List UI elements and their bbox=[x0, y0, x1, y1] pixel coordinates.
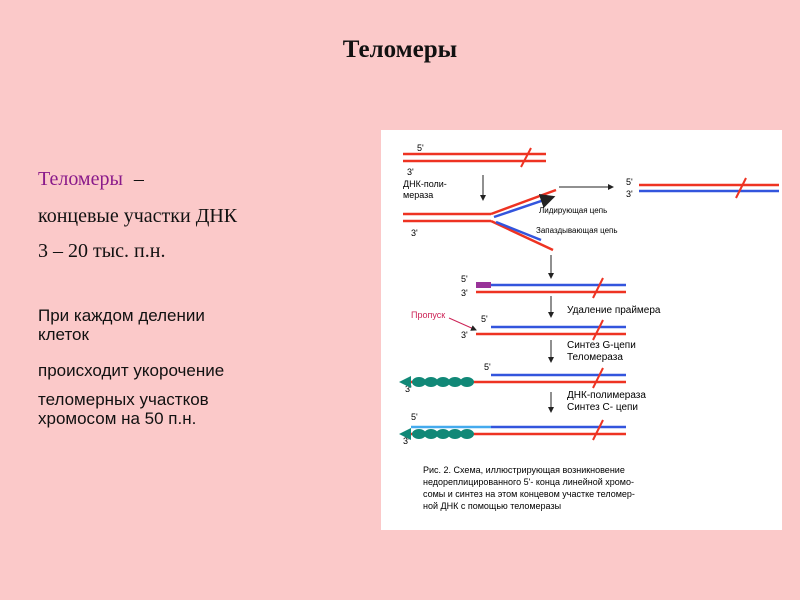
fork-lower-red bbox=[490, 219, 554, 252]
label-3prime-row6: 3' bbox=[403, 436, 410, 446]
definition-line-3: 3 – 20 тыс. п.н. bbox=[38, 240, 166, 262]
label-3prime-row1: 3' bbox=[407, 167, 414, 177]
label-leading-strand: Лидирующая цепь bbox=[539, 206, 607, 215]
label-dna-polymerase-1: ДНК-поли- bbox=[403, 179, 447, 189]
fact-line-4: теломерных участков bbox=[38, 390, 209, 409]
definition-line-2: концевые участки ДНК bbox=[38, 205, 238, 227]
label-5prime-row3: 5' bbox=[461, 274, 468, 284]
label-dna-polymerase-2: мераза bbox=[403, 190, 433, 200]
break-mark-row5 bbox=[592, 367, 604, 389]
telomere-repeats-row5 bbox=[412, 377, 474, 387]
label-3prime-right: 3' bbox=[626, 189, 633, 199]
label-5prime-row4: 5' bbox=[481, 314, 488, 324]
label-3prime-row4: 3' bbox=[461, 330, 468, 340]
label-5prime-row5: 5' bbox=[484, 362, 491, 372]
figure-diagram: 5' 3' ДНК-поли- мераза Лидирующая цепь З… bbox=[399, 143, 779, 511]
label-5prime-row1: 5' bbox=[417, 143, 424, 153]
fact-line-3: происходит укорочение bbox=[38, 361, 225, 380]
label-dna-polymerase-full: ДНК-полимераза bbox=[567, 390, 646, 401]
label-gap: Пропуск bbox=[411, 310, 445, 320]
label-5prime-row6: 5' bbox=[411, 412, 418, 422]
label-g-chain-synthesis: Синтез G-цепи bbox=[567, 340, 636, 351]
label-telomerase: Теломераза bbox=[567, 352, 623, 363]
break-mark-right bbox=[735, 177, 747, 199]
page-title: Теломеры bbox=[342, 36, 458, 63]
break-mark-row3 bbox=[592, 277, 604, 299]
fork-lower-blue bbox=[495, 220, 542, 242]
label-5prime-right: 5' bbox=[626, 177, 633, 187]
break-mark-row6 bbox=[592, 419, 604, 441]
telomere-repeats-row6 bbox=[412, 429, 474, 439]
break-mark-row4 bbox=[592, 319, 604, 341]
term-telomeres: Теломеры bbox=[38, 168, 123, 190]
figure-caption-line-1: Рис. 2. Схема, иллюстрирующая возникнове… bbox=[423, 465, 625, 475]
fork-upper-blue bbox=[493, 193, 556, 219]
label-3prime-row2: 3' bbox=[411, 228, 418, 238]
fact-line-1: При каждом делении bbox=[38, 306, 205, 325]
telomere-tip-row5 bbox=[399, 376, 411, 388]
label-3prime-row3: 3' bbox=[461, 288, 468, 298]
label-lagging-strand: Запаздывающая цепь bbox=[536, 226, 618, 235]
fact-line-5: хромосом на 50 п.н. bbox=[38, 409, 197, 428]
label-primer-removal: Удаление праймера bbox=[567, 305, 661, 316]
figure-caption-line-3: сомы и синтез на этом концевом участке т… bbox=[423, 489, 635, 499]
fact-line-2: клеток bbox=[38, 325, 89, 344]
telomere-replication-figure: 5' 3' ДНК-поли- мераза Лидирующая цепь З… bbox=[381, 130, 782, 530]
definition-dash: – bbox=[133, 168, 144, 190]
telomere-tip-row6 bbox=[399, 428, 411, 440]
arrow-gap bbox=[448, 317, 477, 331]
break-mark-row1 bbox=[520, 147, 532, 168]
figure-caption-line-4: ной ДНК с помощью теломеразы bbox=[423, 501, 561, 511]
label-3prime-row5: 3' bbox=[405, 384, 412, 394]
figure-caption-line-2: недореплицированного 5'- конца линейной … bbox=[423, 477, 634, 487]
definition-line-1: Теломеры – bbox=[38, 168, 144, 191]
label-c-chain-synthesis: Синтез С- цепи bbox=[567, 402, 638, 413]
